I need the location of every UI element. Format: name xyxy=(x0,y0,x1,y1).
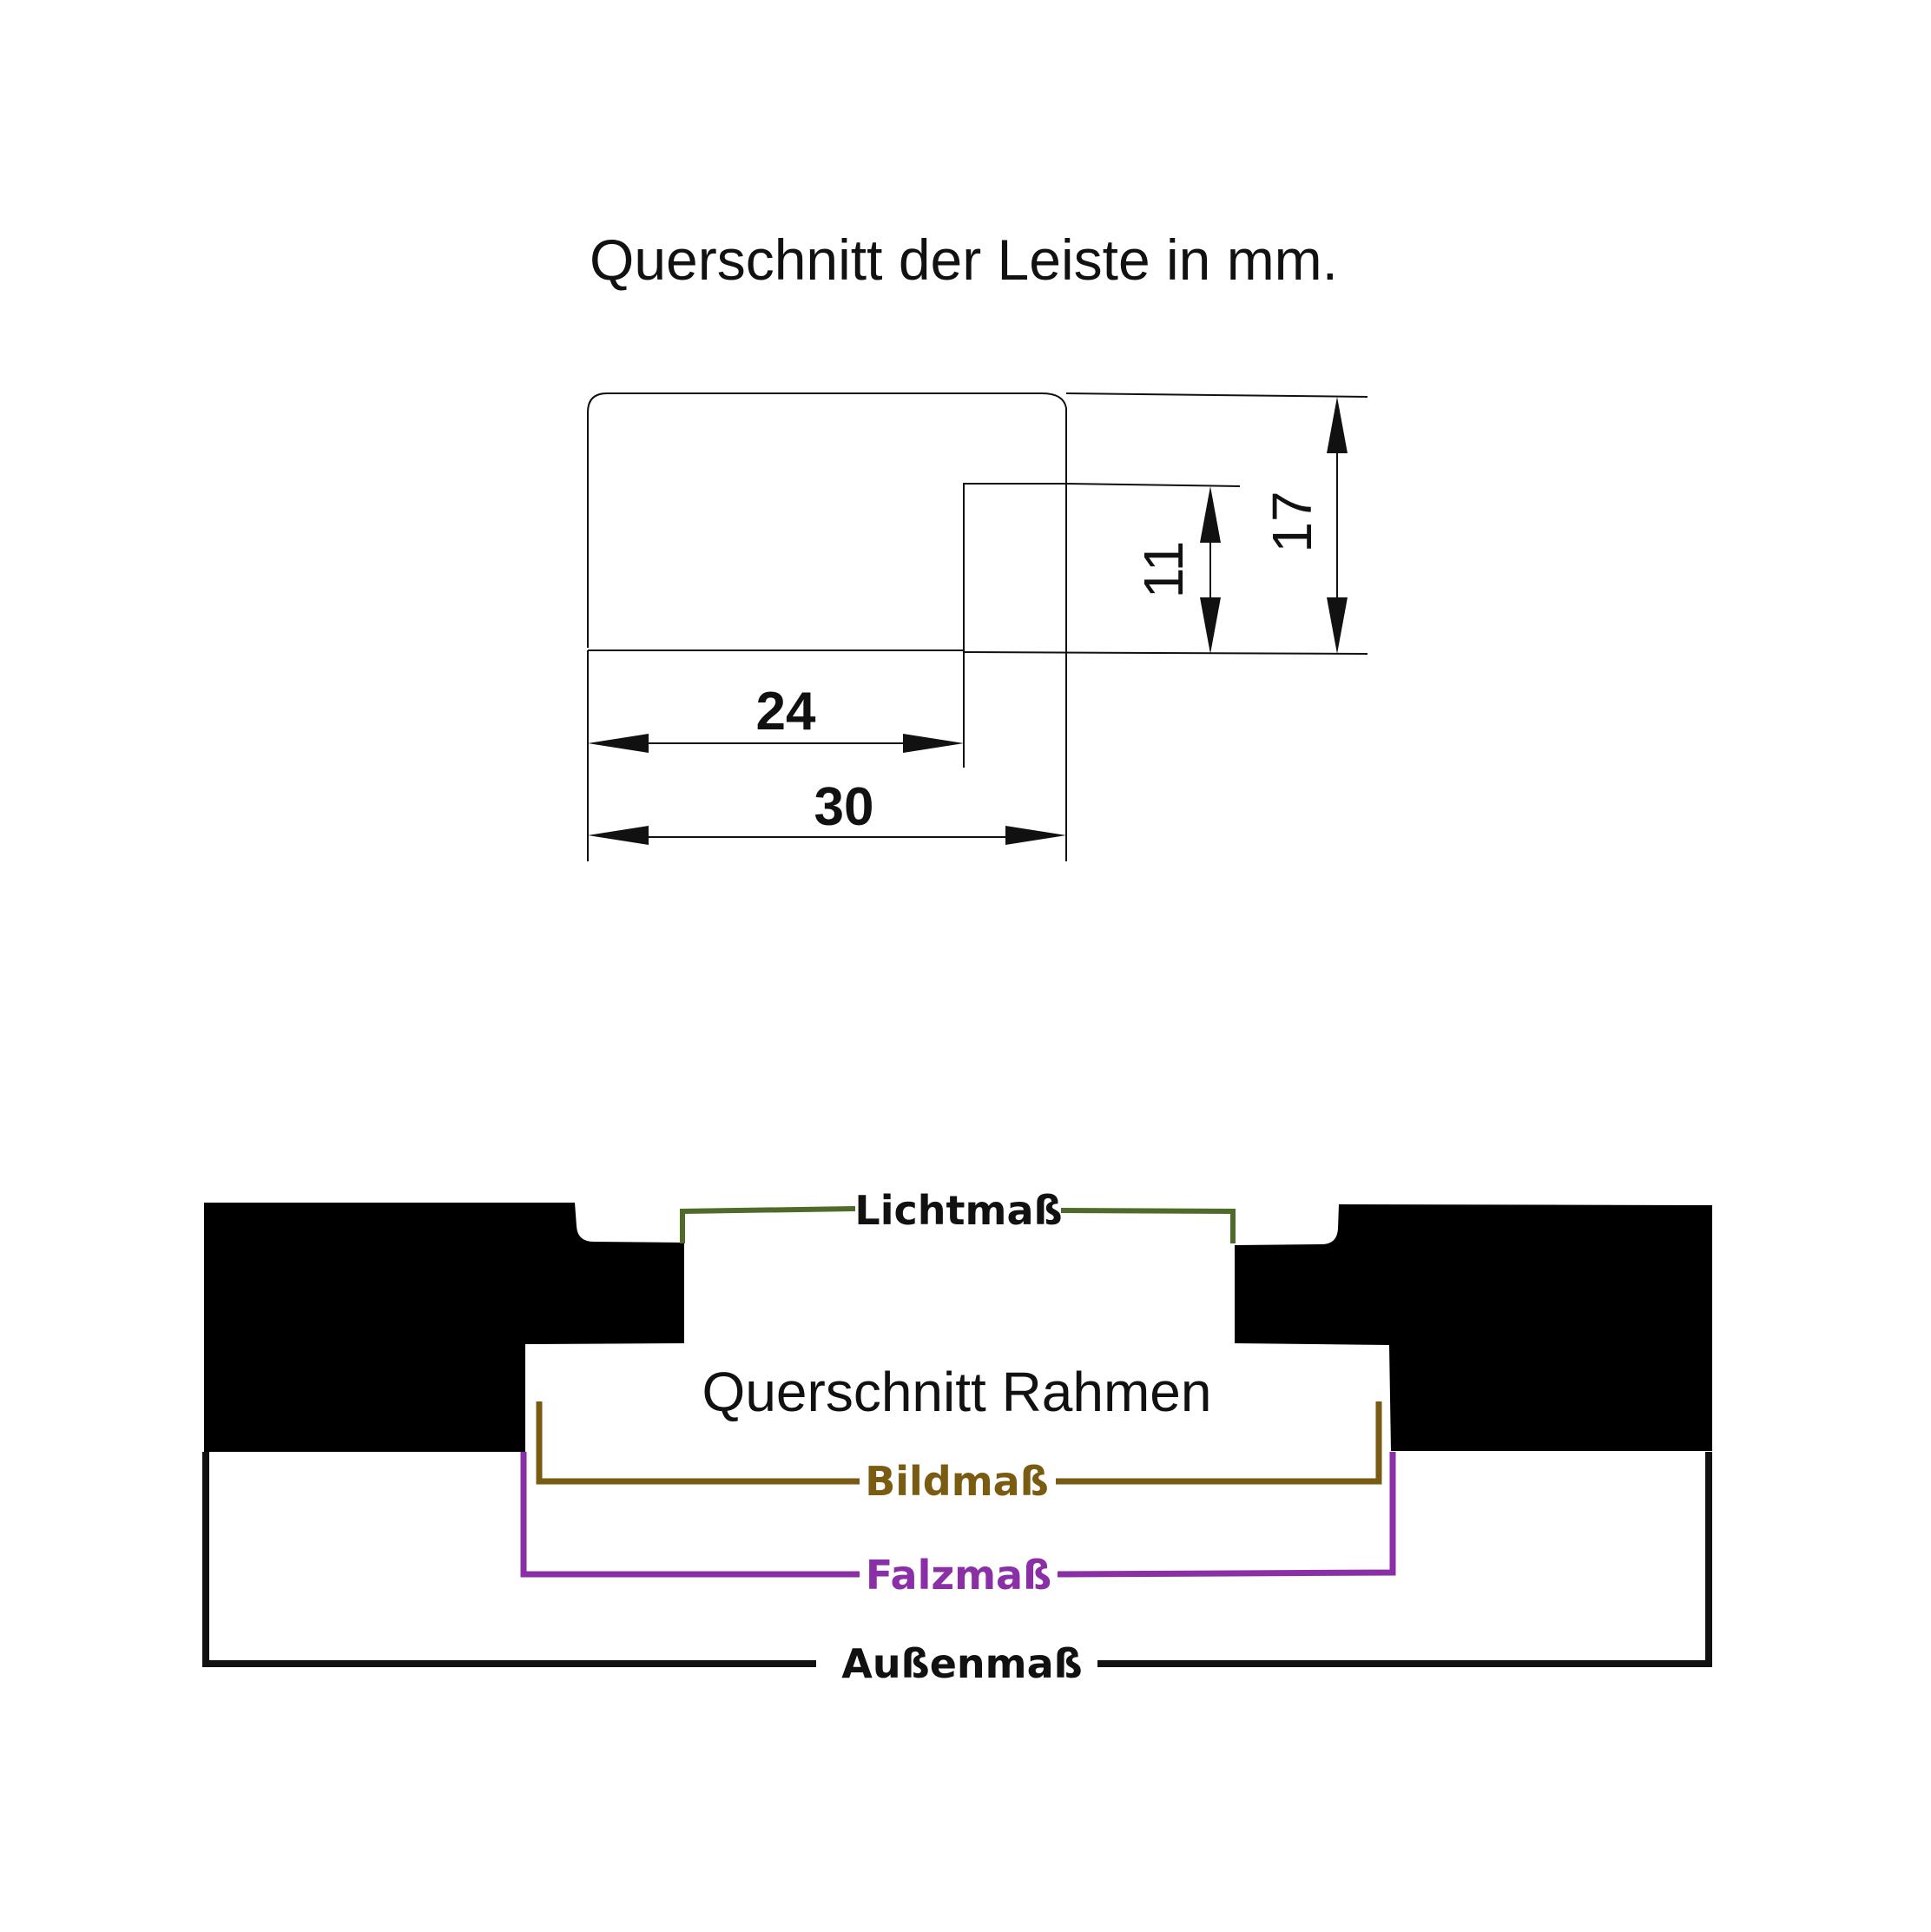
frame-profile-left xyxy=(204,1203,684,1452)
profile-title: Querschnitt der Leiste in mm. xyxy=(590,227,1338,292)
bildmass-bracket xyxy=(1056,1401,1382,1485)
arrowhead-up xyxy=(1327,397,1348,453)
profile-outline xyxy=(587,392,1067,648)
frame-cross-section: Außenmaß Falzmaß Bildmaß Lichtmaß Quersc… xyxy=(202,1187,1712,1687)
dimension-label-11: 11 xyxy=(1132,541,1195,598)
bildmass-label: Bildmaß xyxy=(865,1458,1049,1505)
arrowhead-left xyxy=(588,734,649,753)
extension-line-rebate xyxy=(1065,483,1241,487)
falzmass-bracket xyxy=(520,1452,860,1578)
aussenmass-label: Außenmaß xyxy=(841,1640,1082,1687)
aussenmass-bracket xyxy=(202,1452,816,1667)
dimension-label-24: 24 xyxy=(756,682,816,742)
arrowhead-up xyxy=(1200,486,1221,543)
lichtmass-label: Lichtmaß xyxy=(854,1187,1062,1234)
falzmass-bracket xyxy=(1057,1452,1396,1578)
profile-rebate-line xyxy=(963,483,1066,768)
frame-profile-right xyxy=(1235,1204,1712,1451)
dimension-label-30: 30 xyxy=(814,777,874,837)
bildmass-bracket xyxy=(536,1401,860,1485)
arrowhead-down xyxy=(1200,597,1221,654)
extension-line-top xyxy=(1065,392,1368,398)
lichtmass-bracket xyxy=(1060,1208,1236,1243)
profile-cross-section: Querschnitt der Leiste in mm. 24 30 11 xyxy=(587,227,1368,861)
dimension-label-17: 17 xyxy=(1261,491,1323,552)
falzmass-label: Falzmaß xyxy=(866,1552,1051,1599)
aussenmass-bracket xyxy=(1097,1452,1712,1667)
arrowhead-left xyxy=(588,826,649,845)
arrowhead-right xyxy=(1005,826,1066,845)
extension-line-bottom xyxy=(963,651,1368,655)
lichtmass-bracket xyxy=(680,1206,856,1243)
arrowhead-down xyxy=(1327,597,1348,654)
frame-title: Querschnitt Rahmen xyxy=(702,1361,1212,1423)
arrowhead-right xyxy=(903,734,964,753)
